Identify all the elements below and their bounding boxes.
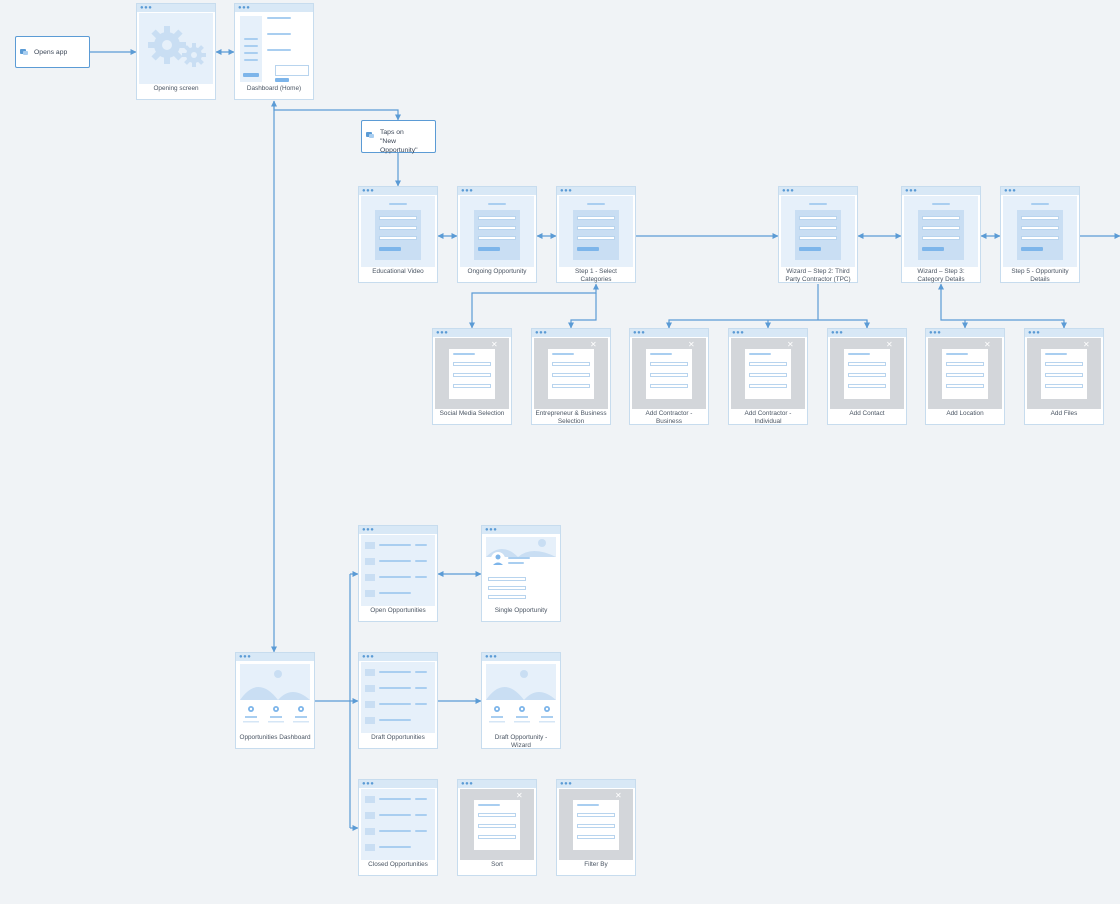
close-icon: ✕ — [491, 340, 498, 349]
close-icon: ✕ — [615, 791, 622, 800]
link-dashboard-taps — [273, 101, 401, 121]
event-taps-new-opportunity[interactable]: Taps on "New Opportunity" — [361, 120, 436, 154]
screen-opportunities-dashboard[interactable]: ●●● Opportunities Dashboard — [235, 652, 315, 749]
screen-dashboard-home[interactable]: ●●● Dashboard (Home) — [234, 3, 314, 100]
screen-label: Add Contractor - Individual — [744, 410, 792, 425]
landscape-icon — [240, 664, 310, 723]
screen-sort[interactable]: ●●● ✕ Sort — [457, 779, 537, 876]
tap-hand-icon — [20, 49, 28, 55]
screen-label: Step 5 - Opportunity Details — [1011, 268, 1069, 283]
screen-open-opportunities[interactable]: ●●● Open Opportunities — [358, 525, 438, 622]
screen-label: Single Opportunity — [494, 607, 548, 614]
screen-label: Draft Opportunities — [371, 734, 425, 741]
screen-label: Ongoing Opportunity — [467, 268, 527, 275]
close-icon: ✕ — [984, 340, 991, 349]
screen-single-opportunity[interactable]: ●●● Single Opportunity — [481, 525, 561, 622]
gears-icon — [148, 26, 206, 67]
close-icon: ✕ — [886, 340, 893, 349]
screen-label: Wizard – Step 3: Category Details — [917, 268, 965, 283]
screen-label: Open Opportunities — [370, 607, 426, 614]
screen-label: Closed Opportunities — [368, 861, 428, 868]
close-icon: ✕ — [516, 791, 523, 800]
screen-wizard-step3-category-details[interactable]: ●●● Wizard – Step 3: Category Details — [901, 186, 981, 283]
screen-opening-screen[interactable]: ●●● Opening screen — [136, 3, 216, 100]
close-icon: ✕ — [688, 340, 695, 349]
screen-educational-video[interactable]: ●●● Educational Video — [358, 186, 438, 283]
close-icon: ✕ — [1083, 340, 1090, 349]
screen-label: Add Location — [946, 410, 984, 417]
screen-label: Opportunities Dashboard — [239, 734, 311, 741]
link-step1-entrepreneur — [568, 293, 597, 329]
close-icon: ✕ — [590, 340, 597, 349]
screen-wizard-step2-tpc[interactable]: ●●● Wizard – Step 2: Third Party Contrac… — [778, 186, 858, 283]
screen-label: Add Contact — [849, 410, 885, 417]
event-label: Taps on "New Opportunity" — [380, 129, 418, 154]
screen-label: Add Contractor - Business — [645, 410, 693, 425]
link-step1-social — [469, 283, 599, 329]
screen-label: Draft Opportunity - Wizard — [494, 734, 548, 749]
screen-social-media-selection[interactable]: ●●● ✕ Social Media Selection — [432, 328, 512, 425]
screen-add-contractor-business[interactable]: ●●● ✕ Add Contractor - Business — [629, 328, 709, 425]
screen-label: Opening screen — [153, 85, 199, 92]
screen-step5-opportunity-details[interactable]: ●●● Step 5 - Opportunity Details — [1000, 186, 1080, 283]
screen-step1-select-categories[interactable]: ●●● Step 1 - Select Categories — [556, 186, 636, 283]
screen-draft-opportunity-wizard[interactable]: ●●● Draft Opportunity - Wizard — [481, 652, 561, 749]
screen-add-contractor-individual[interactable]: ●●● ✕ Add Contractor - Individual — [728, 328, 808, 425]
screen-label: Entrepreneur & Business Selection — [535, 410, 607, 425]
event-opens-app[interactable]: Opens app — [15, 36, 90, 68]
screen-closed-opportunities[interactable]: ●●● Closed Opportunities — [358, 779, 438, 876]
screen-label: Dashboard (Home) — [246, 85, 302, 92]
screen-label: Add Files — [1050, 410, 1078, 417]
screen-ongoing-opportunity[interactable]: ●●● Ongoing Opportunity — [457, 186, 537, 283]
screen-label: Step 1 - Select Categories — [575, 268, 617, 283]
screen-label: Wizard – Step 2: Third Party Contractor … — [785, 268, 851, 283]
event-label: Opens app — [34, 49, 68, 56]
screen-draft-opportunities[interactable]: ●●● Draft Opportunities — [358, 652, 438, 749]
screen-add-location[interactable]: ●●● ✕ Add Location — [925, 328, 1005, 425]
screen-label: Filter By — [584, 861, 608, 868]
landscape-icon — [486, 537, 556, 566]
screen-add-files[interactable]: ●●● ✕ Add Files — [1024, 328, 1104, 425]
screen-label: Sort — [491, 861, 503, 868]
screen-entrepreneur-business-selection[interactable]: ●●● ✕ Entrepreneur & Business Selection — [531, 328, 611, 425]
screen-add-contact[interactable]: ●●● ✕ Add Contact — [827, 328, 907, 425]
close-icon: ✕ — [787, 340, 794, 349]
screen-label: Social Media Selection — [439, 410, 505, 417]
tap-hand-icon — [366, 132, 374, 138]
screen-filter-by[interactable]: ●●● ✕ Filter By — [556, 779, 636, 876]
link-step3-bus — [938, 283, 1065, 328]
screen-label: Educational Video — [372, 268, 424, 275]
landscape-icon — [486, 664, 556, 723]
